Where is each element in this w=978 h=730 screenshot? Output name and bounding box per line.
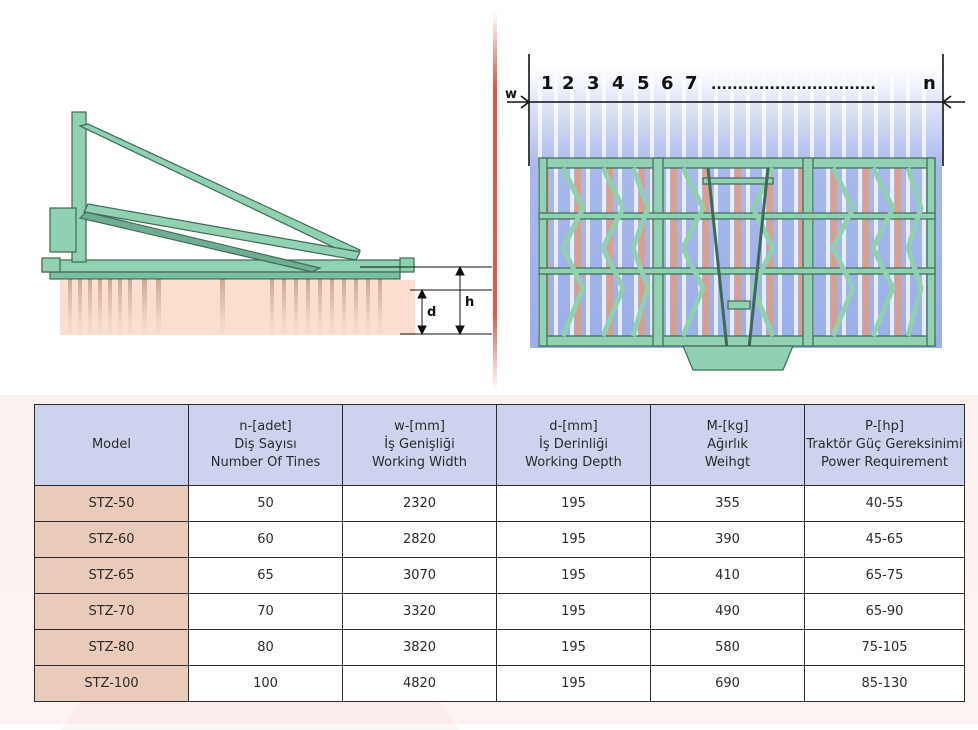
power-cell: 45-65: [804, 521, 965, 558]
table-row: STZ-50 50 2320 195 355 40-55: [34, 485, 965, 522]
width-cell: 3070: [342, 557, 497, 594]
soil-zone: [60, 280, 415, 335]
depth-cell: 195: [496, 665, 651, 702]
model-cell: STZ-80: [34, 629, 189, 666]
height-label: h: [465, 295, 474, 310]
side-tines: [68, 278, 382, 334]
depth-label: d: [427, 305, 436, 320]
header-tines: n-[adet] Diş Sayısı Number Of Tines: [188, 404, 343, 486]
spec-table: Model n-[adet] Diş Sayısı Number Of Tine…: [34, 404, 965, 702]
tine-number-7: 7: [685, 73, 698, 94]
top-frame: [538, 157, 936, 371]
width-label: w: [505, 87, 517, 102]
header-model: Model: [34, 404, 189, 486]
model-cell: STZ-60: [34, 521, 189, 558]
table-row: STZ-65 65 3070 195 410 65-75: [34, 557, 965, 594]
power-cell: 65-90: [804, 593, 965, 630]
figure-divider: [493, 12, 497, 390]
tines-cell: 60: [188, 521, 343, 558]
header-width: w-[mm] İş Genişliği Working Width: [342, 404, 497, 486]
top-view-drawing: w 1 2 3 4 5 6 7 ........................…: [505, 54, 965, 371]
weight-cell: 410: [650, 557, 805, 594]
power-cell: 85-130: [804, 665, 965, 702]
table-row: STZ-100 100 4820 195 690 85-130: [34, 665, 965, 702]
model-cell: STZ-70: [34, 593, 189, 630]
depth-cell: 195: [496, 485, 651, 522]
model-cell: STZ-100: [34, 665, 189, 702]
tines-cell: 100: [188, 665, 343, 702]
tine-number-3: 3: [587, 73, 600, 94]
header-weight: M-[kg] Ağırlık Weihgt: [650, 404, 805, 486]
depth-cell: 195: [496, 521, 651, 558]
weight-cell: 690: [650, 665, 805, 702]
depth-cell: 195: [496, 557, 651, 594]
header-depth: d-[mm] İş Derinliği Working Depth: [496, 404, 651, 486]
width-dimension: [507, 54, 965, 166]
weight-cell: 490: [650, 593, 805, 630]
tines-cell: 50: [188, 485, 343, 522]
header-power: P-[hp] Traktör Güç Gereksinimi Power Req…: [804, 404, 965, 486]
tines-cell: 80: [188, 629, 343, 666]
tines-cell: 70: [188, 593, 343, 630]
depth-cell: 195: [496, 593, 651, 630]
tine-number-n: n: [923, 73, 936, 94]
width-cell: 3320: [342, 593, 497, 630]
power-cell: 75-105: [804, 629, 965, 666]
width-cell: 2820: [342, 521, 497, 558]
dimension-lines: [360, 265, 492, 336]
tine-ellipsis: ...............................: [711, 77, 876, 93]
tine-number-6: 6: [661, 73, 674, 94]
width-cell: 2320: [342, 485, 497, 522]
table-header-row: Model n-[adet] Diş Sayısı Number Of Tine…: [34, 404, 965, 486]
power-cell: 65-75: [804, 557, 965, 594]
table-row: STZ-70 70 3320 195 490 65-90: [34, 593, 965, 630]
tine-number-4: 4: [612, 73, 625, 94]
weight-cell: 355: [650, 485, 805, 522]
weight-cell: 390: [650, 521, 805, 558]
width-cell: 3820: [342, 629, 497, 666]
side-view-drawing: d h: [41, 111, 492, 336]
tine-number-1: 1: [541, 73, 554, 94]
tine-number-5: 5: [637, 73, 650, 94]
model-cell: STZ-50: [34, 485, 189, 522]
tine-number-2: 2: [562, 73, 575, 94]
side-frame: [41, 111, 415, 280]
power-cell: 40-55: [804, 485, 965, 522]
tines-cell: 65: [188, 557, 343, 594]
weight-cell: 580: [650, 629, 805, 666]
width-cell: 4820: [342, 665, 497, 702]
model-cell: STZ-65: [34, 557, 189, 594]
depth-cell: 195: [496, 629, 651, 666]
table-row: STZ-60 60 2820 195 390 45-65: [34, 521, 965, 558]
table-row: STZ-80 80 3820 195 580 75-105: [34, 629, 965, 666]
